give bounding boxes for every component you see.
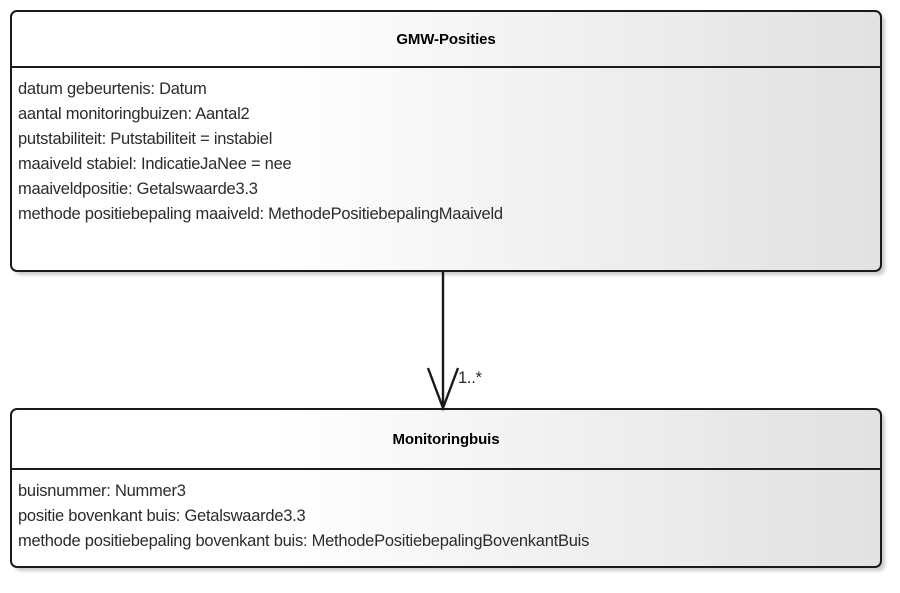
attribute-row: positie bovenkant buis: Getalswaarde3.3 <box>18 507 306 525</box>
attribute-row: datum gebeurtenis: Datum <box>18 80 207 98</box>
class-attributes-monitoringbuis: buisnummer: Nummer3 positie bovenkant bu… <box>12 470 880 560</box>
class-box-gmw-posities[interactable]: GMW-Posities datum gebeurtenis: Datum aa… <box>10 10 882 272</box>
attribute-row: methode positiebepaling bovenkant buis: … <box>18 532 590 550</box>
class-title-gmw-posities: GMW-Posities <box>12 12 880 68</box>
attribute-row: maaiveld stabiel: IndicatieJaNee = nee <box>18 155 292 173</box>
attribute-row: buisnummer: Nummer3 <box>18 482 186 500</box>
attribute-row: maaiveldpositie: Getalswaarde3.3 <box>18 180 258 198</box>
association-arrowhead-icon <box>426 367 460 412</box>
class-box-monitoringbuis[interactable]: Monitoringbuis buisnummer: Nummer3 posit… <box>10 408 882 568</box>
association-multiplicity-label: 1..* <box>458 369 482 387</box>
attribute-row: aantal monitoringbuizen: Aantal2 <box>18 105 250 123</box>
class-attributes-gmw-posities: datum gebeurtenis: Datum aantal monitori… <box>12 68 880 233</box>
attribute-row: methode positiebepaling maaiveld: Method… <box>18 205 503 223</box>
class-title-monitoringbuis: Monitoringbuis <box>12 410 880 470</box>
attribute-row: putstabiliteit: Putstabiliteit = instabi… <box>18 130 273 148</box>
